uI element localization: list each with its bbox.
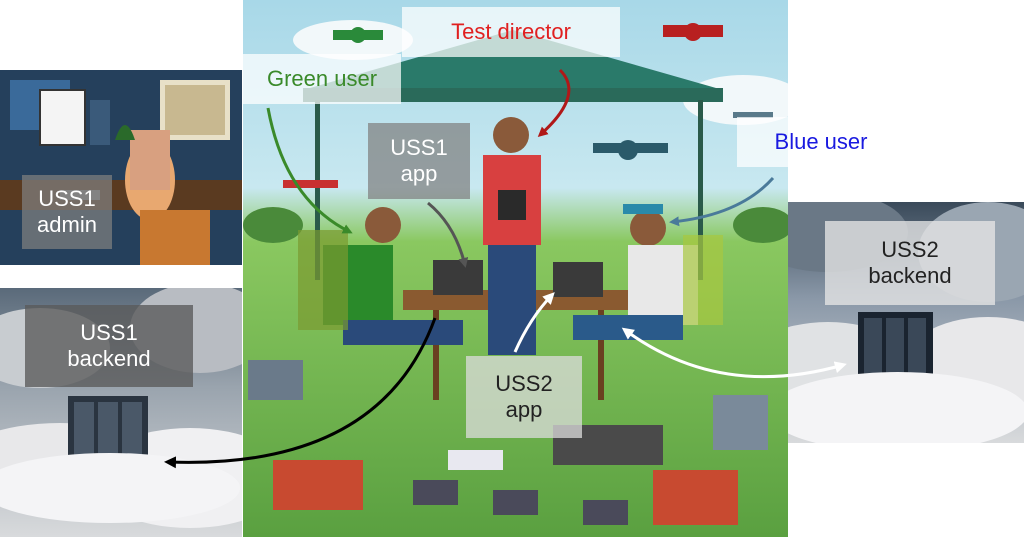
uss1-admin-label: USS1 admin [22,175,112,249]
green-user-label: Green user [243,54,401,104]
uss1-admin-illustration [0,70,242,265]
blue-user-arrow [669,177,775,227]
uss1-app-label: USS1 app [368,123,470,199]
field-scene [243,20,788,525]
uss2-app-arrow [513,292,555,353]
green-user-arrow [266,107,353,234]
uss1-app-arrow [427,201,469,268]
uss1-backend-label: USS1 backend [25,305,193,387]
blue-user-label: Blue user [737,117,905,167]
office-scene [0,70,242,265]
test-director-arrow [537,68,571,137]
uss2-backend-label: USS2 backend [825,221,995,305]
uss2-app-label: USS2 app [466,356,582,438]
uss1-backend-arrow [164,317,437,469]
test-director-label: Test director [402,7,620,57]
uss2-backend-arrow [621,327,847,379]
